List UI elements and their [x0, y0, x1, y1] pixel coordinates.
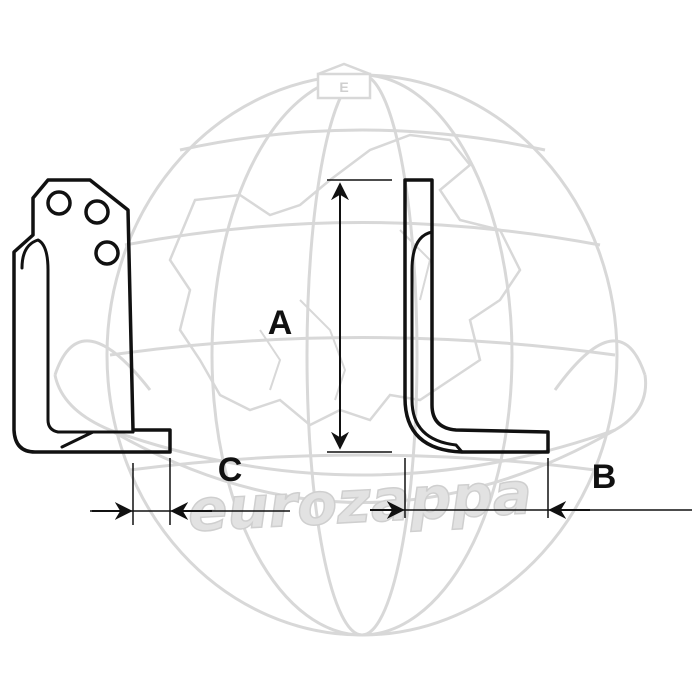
blade-front-outline	[12, 178, 172, 454]
blade-side-outline	[403, 178, 550, 454]
dimension-b	[370, 458, 692, 519]
badge-letter: E	[339, 79, 348, 95]
bolt-hole-2	[84, 199, 110, 225]
dimension-c-label: C	[218, 451, 243, 489]
dimension-a-label: A	[268, 304, 293, 342]
brand-badge-icon: E	[316, 62, 372, 100]
blade-front-bend	[20, 238, 135, 434]
bolt-hole-1	[46, 190, 72, 216]
blade-side-view	[403, 178, 550, 454]
globe-watermark-icon	[53, 73, 648, 637]
blade-front-wedge	[60, 430, 135, 449]
watermark: E eurozappa	[53, 62, 648, 637]
dimension-a	[327, 179, 392, 453]
blade-side-bend	[410, 230, 464, 454]
bolt-hole-3	[94, 240, 120, 266]
blade-front-view	[12, 178, 172, 454]
dimension-b-label: B	[592, 458, 617, 496]
dimension-c	[90, 458, 290, 525]
